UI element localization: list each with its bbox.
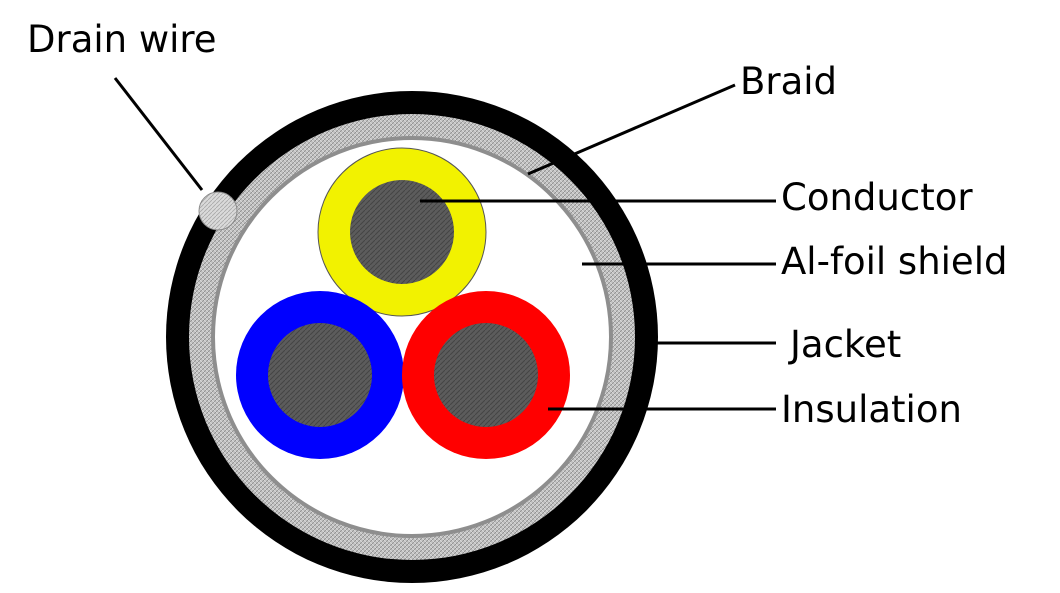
conductor-yellow-core (350, 180, 454, 284)
label-al-foil-shield: Al-foil shield (781, 240, 1007, 283)
label-braid: Braid (740, 60, 837, 103)
conductor-blue-core (268, 323, 372, 427)
label-drain-wire: Drain wire (27, 18, 217, 61)
leader-drain-wire (113, 77, 204, 191)
label-conductor: Conductor (781, 176, 973, 219)
leader-braid (527, 83, 736, 176)
label-insulation: Insulation (781, 388, 962, 431)
conductor-red-core (434, 323, 538, 427)
drain-wire (198, 191, 238, 231)
label-jacket: Jacket (788, 323, 901, 366)
